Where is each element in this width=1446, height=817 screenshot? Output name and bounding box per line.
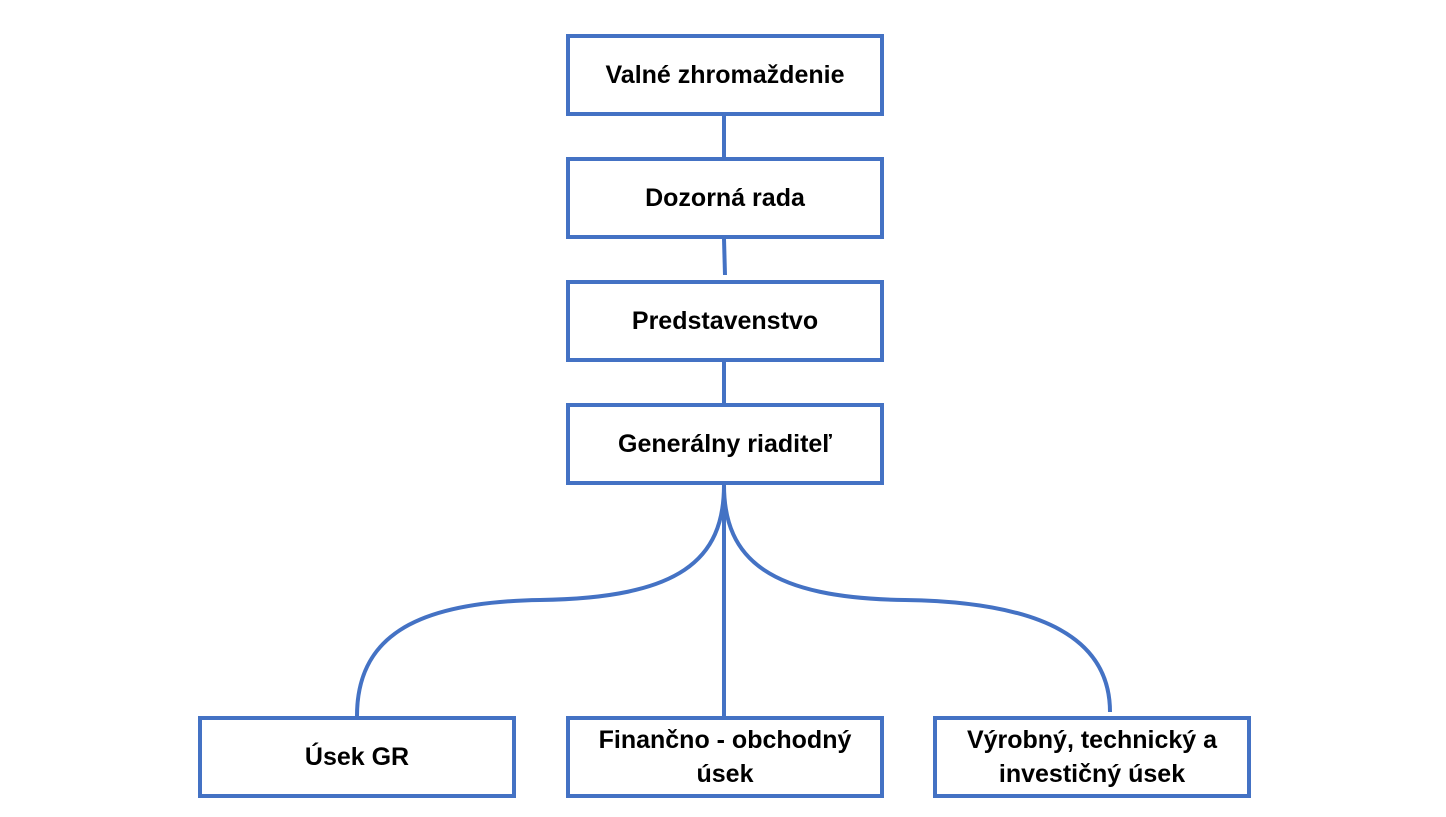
connector-generalny-vyrobny (722, 484, 1112, 713)
node-label: Úsek GR (304, 743, 410, 771)
node-label: Predstavenstvo (631, 307, 819, 335)
node-financno-obchodny-usek: Finančno - obchodný úsek (566, 716, 884, 798)
node-dozorna-rada: Dozorná rada (566, 157, 884, 239)
node-label: Generálny riaditeľ (618, 430, 832, 458)
connector-generalny-usek-gr (355, 484, 726, 717)
node-label: Finančno - obchodný úsek (598, 726, 852, 788)
node-label: Valné zhromaždenie (605, 61, 845, 89)
node-usek-gr: Úsek GR (198, 716, 516, 798)
node-predstavenstvo: Predstavenstvo (566, 280, 884, 362)
node-label: Dozorná rada (645, 184, 805, 212)
connector-dozorna-predstavenstvo (722, 238, 727, 276)
node-label: Výrobný, technický a investičný úsek (966, 726, 1218, 788)
node-vyrobny-technicky-investicny-usek: Výrobný, technický a investičný úsek (933, 716, 1251, 798)
node-generalny-riaditel: Generálny riaditeľ (566, 403, 884, 485)
node-valne-zhromazdenie: Valné zhromaždenie (566, 34, 884, 116)
